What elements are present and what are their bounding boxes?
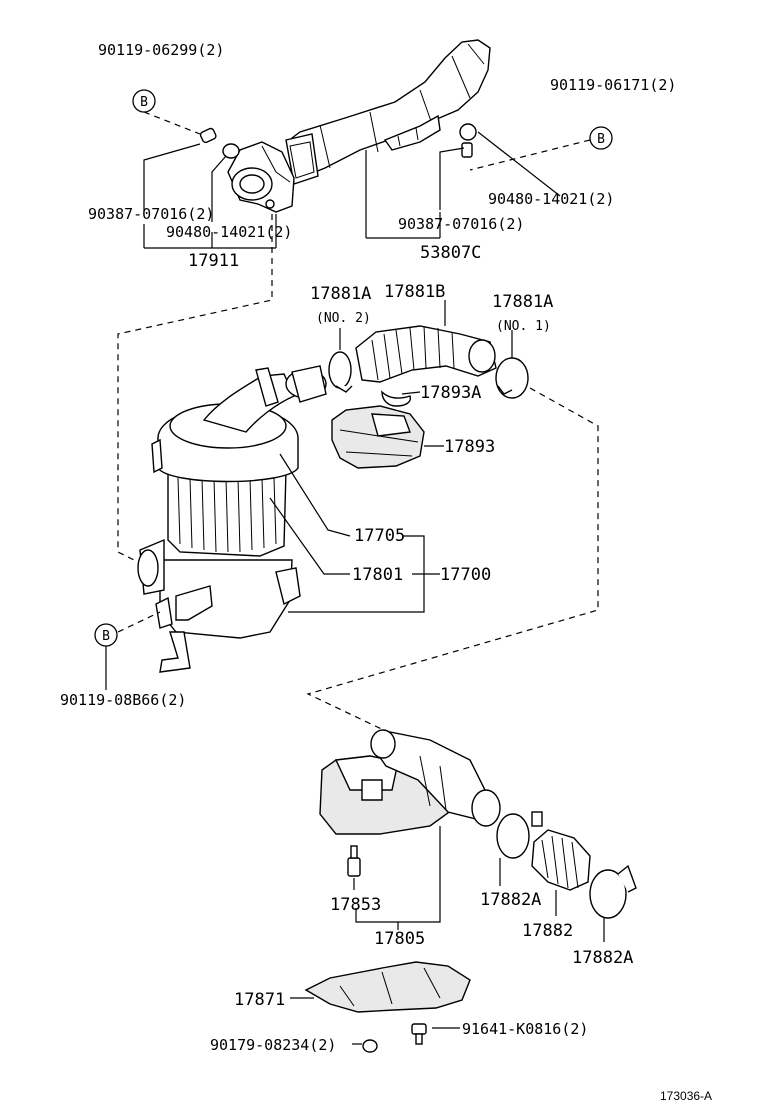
label-17882a-right: 17882A	[572, 948, 633, 968]
label-53807c: 53807C	[420, 243, 481, 263]
label-17871: 17871	[234, 990, 285, 1010]
label-90119-08b66: 90119-08B66(2)	[60, 691, 186, 709]
hose-clamp-17882a-right	[589, 864, 637, 919]
label-91641-k0816: 91641-K0816(2)	[462, 1020, 588, 1038]
label-17881a-right: 17881A	[492, 292, 553, 312]
intake-case	[319, 729, 501, 835]
label-90480-14021-left: 90480-14021(2)	[166, 223, 292, 241]
intake-hose	[531, 811, 591, 891]
label-17881b: 17881B	[384, 282, 445, 302]
label-17882a-left: 17882A	[480, 890, 541, 910]
hose-clamp-no1	[495, 357, 529, 399]
label-17705: 17705	[354, 526, 405, 546]
label-17700: 17700	[440, 565, 491, 585]
reference-circle-b-bottom-left: B	[94, 623, 118, 647]
grommet-right	[459, 123, 477, 158]
label-17805: 17805	[374, 929, 425, 949]
hose-clamp-no2	[328, 351, 353, 393]
air-cleaner-protector	[304, 961, 471, 1013]
label-no1: (NO. 1)	[496, 319, 551, 334]
label-90179-08234: 90179-08234(2)	[210, 1036, 336, 1054]
label-17853: 17853	[330, 895, 381, 915]
nut-90179	[362, 1039, 378, 1053]
label-17893a: 17893A	[420, 383, 481, 403]
label-17881a-left: 17881A	[310, 284, 371, 304]
illustration-code: 173036-A	[660, 1089, 712, 1103]
svg-text:B: B	[597, 132, 605, 147]
label-no2: (NO. 2)	[316, 311, 371, 326]
grommet-left	[199, 127, 240, 159]
drain-valve	[347, 845, 361, 877]
label-90119-06299: 90119-06299(2)	[98, 41, 224, 59]
air-cleaner-assembly	[137, 365, 327, 673]
svg-text:B: B	[140, 95, 148, 110]
label-90119-06171: 90119-06171(2)	[550, 76, 676, 94]
svg-text:B: B	[102, 629, 110, 644]
reference-circle-b-top-left: B	[132, 89, 156, 113]
bolt-91641	[411, 1023, 427, 1045]
hose-clip	[381, 390, 412, 407]
label-90387-07016-left: 90387-07016(2)	[88, 205, 214, 223]
air-inlet-duct	[285, 39, 491, 185]
air-hose	[355, 325, 497, 383]
hose-clamp-17882a-left	[496, 813, 530, 859]
resonator	[331, 405, 425, 469]
air-inlet-elbow	[227, 141, 295, 213]
label-17882: 17882	[522, 921, 573, 941]
label-17801: 17801	[352, 565, 403, 585]
reference-circle-b-top-right: B	[589, 126, 613, 150]
label-17911: 17911	[188, 251, 239, 271]
label-90387-07016-right: 90387-07016(2)	[398, 215, 524, 233]
label-17893: 17893	[444, 437, 495, 457]
label-90480-14021-right: 90480-14021(2)	[488, 190, 614, 208]
